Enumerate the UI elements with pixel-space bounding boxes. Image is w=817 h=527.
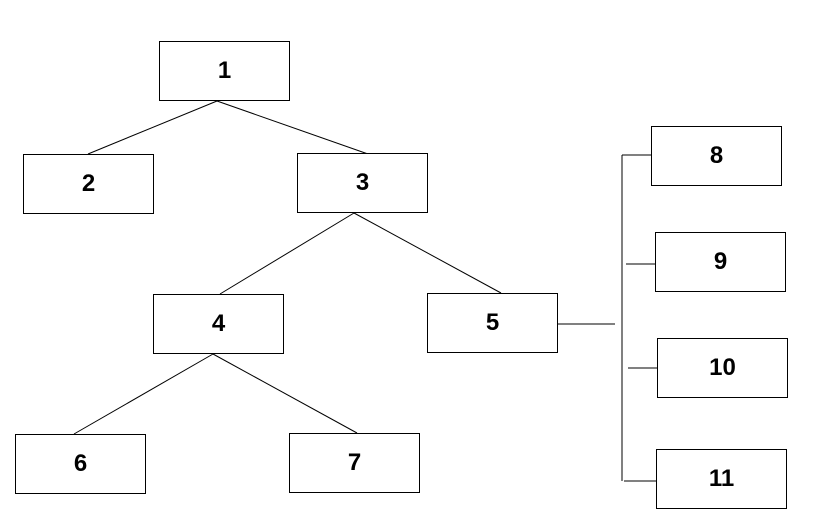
node-label: 6	[73, 450, 88, 477]
node-label: 5	[485, 309, 500, 336]
node-label: 7	[347, 449, 362, 476]
node-label: 9	[713, 248, 728, 275]
node-5: 5	[427, 293, 558, 353]
edge-3-4	[219, 212, 355, 295]
node-label: 2	[81, 170, 96, 197]
node-8: 8	[651, 126, 782, 186]
node-3: 3	[297, 153, 428, 213]
node-label: 1	[217, 57, 232, 84]
node-label: 8	[709, 142, 724, 169]
edge-4-7	[212, 353, 358, 434]
edge-1-2	[87, 100, 218, 155]
node-1: 1	[159, 41, 290, 101]
node-6: 6	[15, 434, 146, 494]
node-9: 9	[655, 232, 786, 292]
edge-4-6	[73, 353, 214, 435]
node-label: 4	[211, 310, 226, 337]
node-label: 11	[708, 465, 735, 492]
edge-1-3	[216, 100, 369, 155]
node-label: 3	[355, 169, 370, 196]
node-11: 11	[656, 449, 787, 509]
node-4: 4	[153, 294, 284, 354]
edge-3-5	[353, 212, 502, 294]
node-label: 10	[709, 354, 736, 381]
node-7: 7	[289, 433, 420, 493]
node-10: 10	[657, 338, 788, 398]
node-2: 2	[23, 154, 154, 214]
